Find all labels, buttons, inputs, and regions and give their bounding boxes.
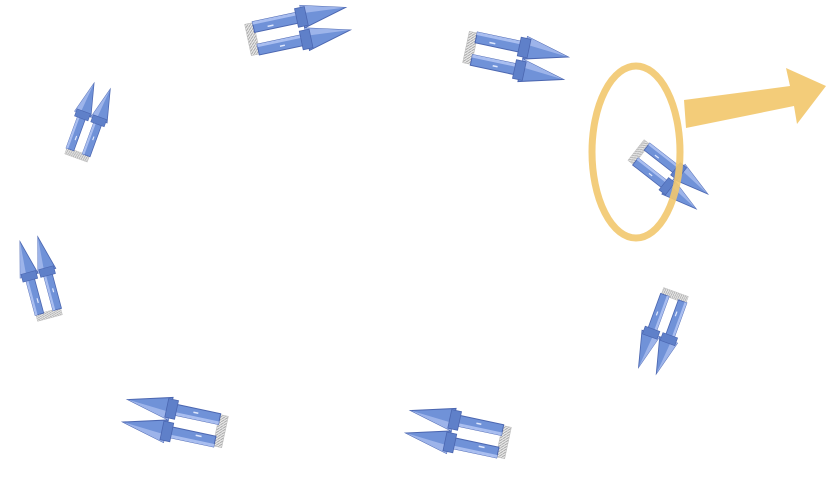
highlight-ellipse: [592, 66, 680, 238]
arrow-pair-bottom: [403, 399, 512, 465]
arrow-pair-top-right: [461, 25, 570, 91]
arrow-pair-right-lower: [630, 286, 694, 377]
arrow-pair-top: [243, 0, 352, 62]
arrow-pair-bottom-left: [120, 388, 229, 454]
arrow-pair-top-left: [60, 80, 119, 164]
arrow-pair-left: [11, 234, 68, 322]
highlight-arrow: [684, 68, 826, 128]
